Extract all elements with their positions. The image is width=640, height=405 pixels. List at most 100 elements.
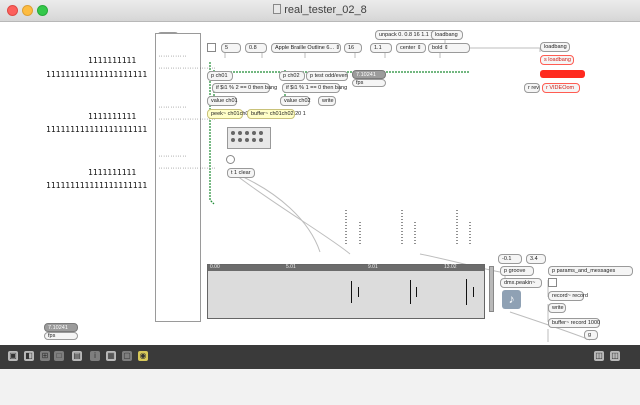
patch-canvas[interactable]: 1111111111 111111111111111111111 1111111… [0,22,640,345]
snap-icon[interactable]: □ [54,351,64,361]
matrix-cell[interactable] [259,131,263,135]
waveform-peak [416,287,417,297]
num-a-box[interactable]: -0.1 [498,254,522,264]
align-menu-label: center [400,45,416,51]
split-left-icon[interactable]: ◫ [594,351,604,361]
waveform-peak [466,279,467,305]
t-clear-object[interactable]: t 1 clear [227,168,255,178]
value-ch02[interactable]: value ch02 [280,96,311,106]
fps-top-value: 7.10241 [352,70,386,79]
grid-icon[interactable]: ⊞ [40,351,50,361]
font-menu[interactable]: Apple Braille Outline 6... ⇕ [271,43,341,53]
waveform-display[interactable]: 0.00 5.01 9.01 13.02 [207,264,485,319]
r-rev-object[interactable]: r rev [524,83,540,93]
weight-menu-label: bold [432,45,443,51]
align-menu[interactable]: center ⇕ [396,43,426,53]
matrix-cell[interactable] [245,131,249,135]
document-icon [273,4,282,14]
record-toggle[interactable] [548,278,557,287]
toggle-box[interactable] [207,43,216,52]
window-title: real_tester_02_8 [0,4,640,16]
ruler-label: 9.01 [368,264,378,270]
p-params-subpatch[interactable]: p params_and_messages [548,266,633,276]
matrix-cell[interactable] [252,131,256,135]
buffer-ch01ch02[interactable]: buffer~ ch01ch02 20 1 [247,109,306,119]
window-title-text: real_tester_02_8 [284,4,367,16]
p-ch01-subpatch[interactable]: p ch01 [207,71,233,81]
matrix-cell[interactable] [252,138,256,142]
display-row-2: 111111111111111111111 [46,70,148,79]
peek-ch01ch02[interactable]: peek~ ch01ch02 [207,109,252,119]
speaker-icon[interactable]: ♪ [502,290,521,309]
size-number-box[interactable]: 5 [221,43,241,53]
display-row-6: 111111111111111111111 [46,181,148,190]
buffer-record-object[interactable]: buffer~ record 1000 [548,318,600,328]
matrix-cell[interactable] [231,138,235,142]
waveform-ruler: 0.00 5.01 9.01 13.02 [208,264,484,271]
matrix-cell[interactable] [231,131,235,135]
fps-top-label: fps [352,79,386,87]
p-ch02-subpatch[interactable]: p ch02 [279,71,305,81]
loadbang-top-object[interactable]: loadbang [431,30,463,40]
display-row-1: 1111111111 [88,56,137,65]
fps-bottom-value: 7.10241 [44,323,78,332]
info-icon[interactable]: i [90,351,100,361]
matrix-control[interactable] [227,127,271,149]
matrix-cell[interactable] [245,138,249,142]
p-groove-subpatch[interactable]: p groove [500,266,534,276]
opacity-number-box[interactable]: 0.8 [245,43,267,53]
list-column: '''''''''''' '''''''''''''''''''''''' ''… [155,33,216,322]
waveform-peak [358,287,359,297]
fps-bottom-label: fps [44,332,78,340]
list-entry: '''''''''''''''''''''''' [158,67,216,72]
ruler-label: 13.02 [444,264,457,270]
ruler-label: 0.00 [210,264,220,270]
clue-icon[interactable]: ◉ [138,351,148,361]
minimize-window-button[interactable] [22,5,33,16]
g-button[interactable]: g [584,330,598,340]
close-window-button[interactable] [7,5,18,16]
num-b-box[interactable]: 3.4 [526,254,546,264]
matrix-cell[interactable] [259,138,263,142]
inspector-icon[interactable]: ▢ [122,351,132,361]
list-entry: '''''''''''' [158,55,187,60]
waveform-peak [410,280,411,304]
zoom-window-button[interactable] [37,5,48,16]
write-bottom-button[interactable]: write [548,303,566,313]
display-row-3: 1111111111 [88,112,137,121]
value-ch01[interactable]: value ch01 [207,96,238,106]
bang-button[interactable] [226,155,235,164]
ruler-label: 5.01 [286,264,296,270]
display-row-4: 111111111111111111111 [46,125,148,134]
list-entry: '''''''''''' [158,106,187,111]
dmx-peakin-object[interactable]: dmx.peakin~ [500,278,542,288]
red-status-box [540,70,585,78]
split-right-icon[interactable]: ◫ [610,351,620,361]
level-meter [489,266,494,312]
p-test-subpatch[interactable]: p test odd/even [306,71,348,81]
expr-ch01[interactable]: if $i1 % 2 == 0 then bang [212,83,277,93]
matrix-cell[interactable] [238,131,242,135]
console-icon[interactable]: ▦ [106,351,116,361]
new-object-icon[interactable]: ▤ [72,351,82,361]
s-loadbang-object[interactable]: s loadbang [540,55,574,65]
loadbang-right-object[interactable]: loadbang [540,42,570,52]
expr-ch02[interactable]: if $i1 % 1 == 0 then bang [282,83,347,93]
font-size-number-box[interactable]: 16 [344,43,362,53]
waveform-peak [351,281,352,303]
font-menu-label: Apple Braille Outline 6... [275,45,335,51]
line-height-number-box[interactable]: 1.1 [370,43,392,53]
chevron-updown-icon: ⇕ [443,45,449,51]
presentation-icon[interactable]: ◧ [24,351,34,361]
record-object[interactable]: record~ record [548,291,588,301]
matrix-cell[interactable] [238,138,242,142]
r-videoom-object[interactable]: r VIDEOom [542,83,580,93]
display-row-5: 1111111111 [88,168,137,177]
write-top-button[interactable]: write [318,96,336,106]
chevron-updown-icon: ⇕ [416,45,422,51]
weight-menu[interactable]: bold ⇕ [428,43,470,53]
title-bar: real_tester_02_8 [0,0,640,22]
lock-icon[interactable]: ▣ [8,351,18,361]
desktop-background [0,369,640,405]
